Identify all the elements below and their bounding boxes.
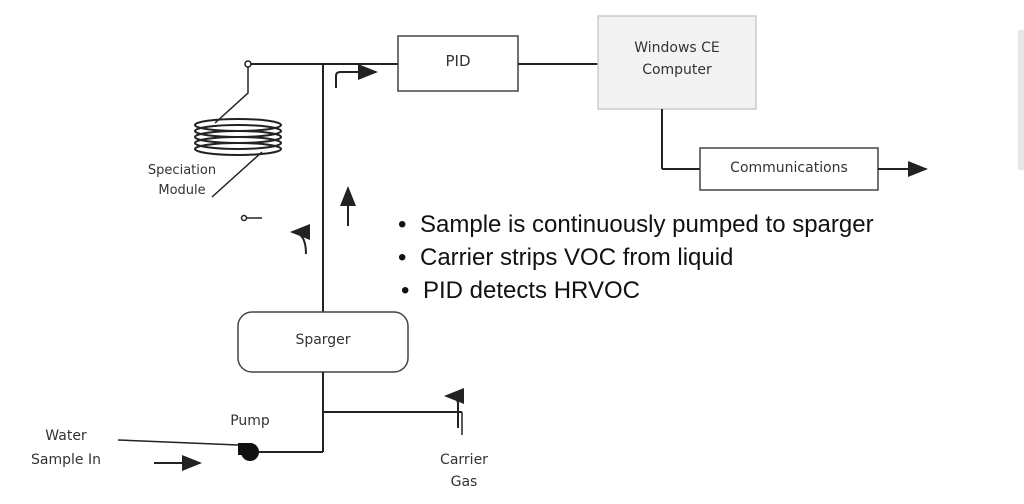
water-inlet-line — [117, 439, 239, 446]
speciation-valve-node — [244, 60, 252, 68]
pid-label: PID — [445, 52, 471, 70]
edge-artifact — [1018, 30, 1024, 170]
bullet-item: •Carrier strips VOC from liquid — [398, 244, 734, 271]
speciation-branch-line — [214, 67, 249, 124]
pid-box — [397, 35, 519, 92]
speciation-label-line2: Module — [158, 183, 206, 198]
bullet-item: •PID detects HRVOC — [401, 277, 640, 304]
computer-box — [597, 15, 757, 110]
pump-symbol — [238, 443, 259, 461]
speciation-label-line1: Speciation — [147, 163, 217, 178]
bullet-text-2: Carrier strips VOC from liquid — [420, 244, 734, 271]
speciation-outlet-node — [240, 214, 248, 222]
carrier-label-line2: Gas — [450, 474, 478, 490]
computer-label-line1: Windows CE — [634, 40, 720, 56]
carrier-label-line1: Carrier — [440, 452, 488, 468]
speciation-flow-arrow — [290, 224, 311, 255]
bullet-list: •Sample is continuously pumped to sparge… — [398, 208, 874, 307]
computer-label-line2: Computer — [642, 62, 712, 78]
pump-label: Pump — [230, 413, 270, 429]
water-label-line2: Sample In — [31, 452, 101, 468]
bullet-text-1: Sample is continuously pumped to sparger — [420, 211, 874, 238]
communications-label: Communications — [730, 160, 848, 176]
carrier-flow-arrow — [444, 388, 465, 428]
water-label-line1: Water — [45, 428, 87, 444]
bullet-item: •Sample is continuously pumped to sparge… — [398, 211, 874, 238]
sparger-label: Sparger — [295, 332, 351, 348]
flow-arrow-to-pid — [335, 64, 378, 88]
speciation-coil-tail — [211, 151, 263, 198]
speciation-coil — [194, 118, 282, 156]
bullet-text-3: PID detects HRVOC — [423, 277, 640, 304]
